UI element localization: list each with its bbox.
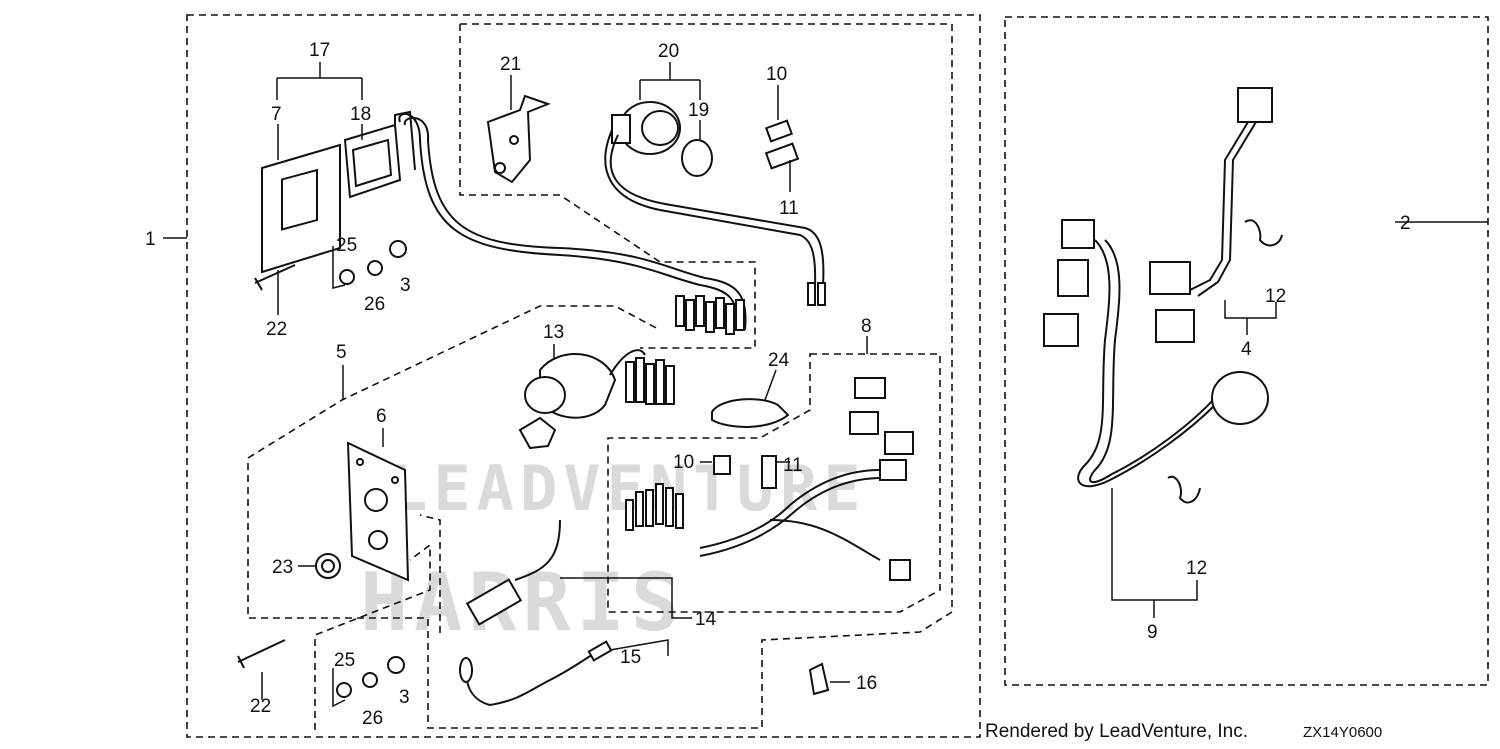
callout-19: 19 <box>688 100 709 121</box>
callout-18: 18 <box>350 104 371 125</box>
callout-13: 13 <box>543 322 564 343</box>
clip-part-16 <box>808 662 830 696</box>
callout-22-top: 22 <box>266 319 287 340</box>
screw-part-10-mid <box>713 455 731 475</box>
callout-12-bottom: 12 <box>1186 558 1207 579</box>
nut-part-23 <box>315 553 341 579</box>
nut-part-3-top <box>389 240 407 258</box>
washer-part-26-top <box>367 260 383 276</box>
hour-meter-part-20 <box>611 101 681 155</box>
meter-wires <box>604 129 825 286</box>
subassembly-frame-top <box>247 23 953 729</box>
callout-9: 9 <box>1147 622 1158 643</box>
screw-part-10-top <box>764 119 794 143</box>
spacer-part-11-top <box>764 142 800 170</box>
switch-plate-part-7 <box>261 143 341 274</box>
callout-11-mid: 11 <box>783 455 803 476</box>
meter-connector-a <box>807 282 816 306</box>
callout-2: 2 <box>1400 213 1411 234</box>
ignition-wire-bundle <box>625 357 675 405</box>
mounting-plate-part-6 <box>346 441 410 582</box>
callout-15: 15 <box>620 647 641 668</box>
clip-part-12-bottom <box>1167 475 1201 504</box>
callout-20: 20 <box>658 41 679 62</box>
solenoid-part-14 <box>465 519 561 626</box>
callout-6: 6 <box>376 406 387 427</box>
bolt-part-22-bottom <box>237 639 286 669</box>
callout-10-mid: 10 <box>673 452 694 473</box>
callout-3-top: 3 <box>400 275 411 296</box>
subassembly-frame-8 <box>607 353 941 613</box>
callout-5: 5 <box>336 342 347 363</box>
callout-4: 4 <box>1241 339 1252 360</box>
main-harness-part-9 <box>1043 219 1269 488</box>
kit-frame-1 <box>186 14 981 738</box>
callout-24: 24 <box>768 350 790 371</box>
callout-labels: 1 2 17 7 18 21 20 19 10 11 25 26 3 22 5 … <box>145 40 1411 729</box>
kit-frame-2 <box>1004 16 1489 686</box>
watermark: LEADVENTURE HARRIS <box>360 452 861 649</box>
ignition-switch-part-13 <box>518 349 646 450</box>
callout-8: 8 <box>861 316 872 337</box>
washer-part-25-top <box>339 269 355 285</box>
callout-16: 16 <box>856 673 877 694</box>
extension-harness-part-4 <box>1149 87 1273 343</box>
callout-1: 1 <box>145 229 156 250</box>
leader-lines <box>261 62 1277 708</box>
callout-25-bottom: 25 <box>334 650 355 671</box>
callout-26-top: 26 <box>364 294 385 315</box>
emergency-stop-tether-part-15 <box>459 640 613 707</box>
washer-part-26-bottom <box>362 672 378 688</box>
rendered-by-footer: Rendered by LeadVenture, Inc. <box>985 721 1248 742</box>
diagram-code: ZX14Y0600 <box>1303 724 1382 741</box>
main-harness-part-8 <box>699 377 914 581</box>
washer-part-25-bottom <box>336 682 352 698</box>
switch-wire-harness <box>398 113 747 331</box>
callout-25-top: 25 <box>336 235 357 256</box>
nut-part-3-bottom <box>387 656 405 674</box>
callout-17: 17 <box>309 40 330 61</box>
subassembly-frame-14 <box>314 514 441 730</box>
callout-10-top: 10 <box>766 64 787 85</box>
bolt-part-22-top <box>254 264 296 291</box>
svg-text:HARRIS: HARRIS <box>360 556 685 649</box>
callout-12-top: 12 <box>1265 286 1286 307</box>
spacer-part-11-mid <box>761 455 777 489</box>
callout-11-top: 11 <box>779 198 799 219</box>
callout-3-bottom: 3 <box>399 687 410 708</box>
lens-part-19 <box>681 139 713 177</box>
callout-21: 21 <box>500 54 521 75</box>
callout-26-bottom: 26 <box>362 708 383 729</box>
clamp-part-24 <box>711 398 790 428</box>
clip-part-12-top <box>1244 219 1283 247</box>
connector-bundle-top <box>675 295 745 335</box>
meter-connector-b <box>817 282 826 306</box>
callout-22-bottom: 22 <box>250 696 271 717</box>
harness-8-pins-left <box>625 483 684 531</box>
callout-23: 23 <box>272 557 293 578</box>
callout-14: 14 <box>695 609 717 630</box>
callout-7: 7 <box>271 104 282 125</box>
